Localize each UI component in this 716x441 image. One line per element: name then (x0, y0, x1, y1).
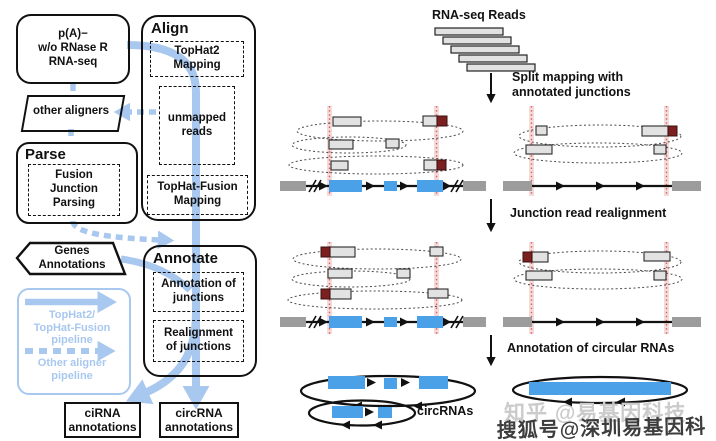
unmapped-reads-box: unmapped reads (159, 86, 235, 165)
annotate-box (143, 245, 257, 377)
circrna-circle-single-exon (511, 375, 689, 407)
legend-box (17, 288, 131, 395)
rna-seq-reads-stack (434, 27, 536, 72)
annotation-of-junctions-box: Annotation of junctions (153, 272, 244, 312)
tophat-fusion-mapping-box: TopHat-Fusion Mapping (147, 175, 248, 215)
step3-label: Annotation of circular RNAs (507, 341, 675, 355)
annotate-title: Annotate (153, 250, 218, 267)
gene-diagram-splitmap-left (280, 106, 486, 196)
realignment-of-junctions-box: Realignment of junctions (153, 320, 244, 362)
gene-diagram-realign-left (280, 242, 486, 334)
cirna-annotations-box: ciRNA annotations (64, 402, 141, 438)
input-rnaseq-box: p(A)− w/o RNase R RNA-seq (16, 14, 130, 84)
legend-solid-label: TopHat2/ TopHat-Fusion pipeline (33, 309, 111, 347)
circrna-annotations-box: circRNA annotations (159, 402, 239, 438)
step1-label: Split mapping with annotated junctions (512, 70, 631, 99)
genes-annotations-label: Genes Annotations (38, 244, 106, 271)
watermark-sohu: 搜狐号@深圳易基因科技 (496, 415, 707, 441)
gene-diagram-realign-right (503, 242, 701, 334)
parse-title: Parse (25, 146, 66, 163)
gene-diagram-splitmap-right (503, 106, 701, 196)
align-title: Align (151, 20, 189, 37)
step2-label: Junction read realignment (510, 206, 667, 220)
circrna-circle-small (307, 399, 417, 430)
fusion-junction-parsing-box: Fusion Junction Parsing (28, 164, 120, 216)
other-aligners-label: other aligners (32, 104, 110, 117)
circrnas-label: circRNAs (417, 404, 474, 418)
watermark-zhihu: 知乎 @易基因科技 (504, 402, 687, 425)
input-rnaseq-label: p(A)− w/o RNase R RNA-seq (38, 28, 108, 68)
tophat2-mapping-box: TopHat2 Mapping (150, 41, 244, 77)
align-box (141, 15, 256, 221)
parse-box (16, 142, 138, 224)
circrna-circle-large (299, 374, 477, 411)
rnaseq-reads-label: RNA-seq Reads (432, 8, 526, 22)
legend-dashed-label: Other aligner pipeline (37, 357, 107, 382)
genes-annotations-banner (15, 241, 127, 276)
legend-arrow-samples (25, 290, 117, 362)
